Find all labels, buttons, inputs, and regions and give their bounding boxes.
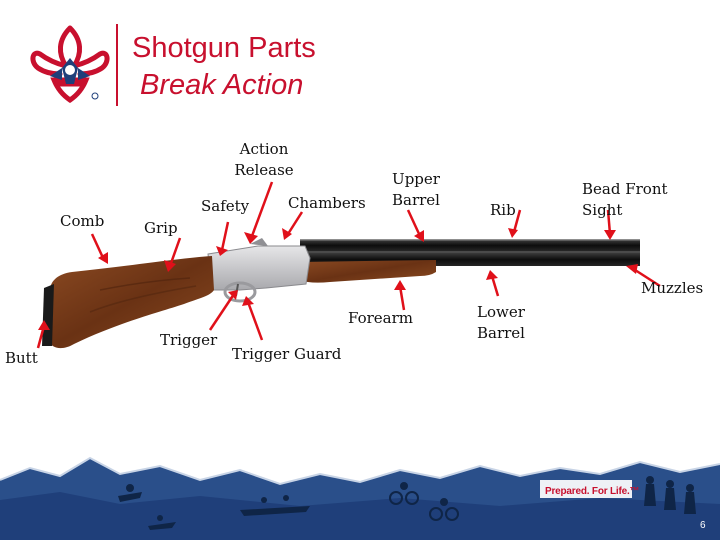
label-upper-barrel: Upper Barrel: [385, 169, 447, 211]
label-bead-front-sight-line2: Sight: [582, 201, 623, 219]
label-muzzles: Muzzles: [641, 279, 704, 297]
label-chambers: Chambers: [288, 194, 366, 212]
slide-subtitle: Break Action: [140, 69, 304, 101]
label-rib: Rib: [490, 201, 516, 219]
label-forearm: Forearm: [348, 309, 414, 327]
tagline: Prepared. For Life.™: [545, 486, 640, 497]
label-upper-barrel-line1: Upper: [392, 170, 440, 188]
label-trigger: Trigger: [160, 331, 218, 349]
title-divider: [116, 24, 118, 106]
page-number: 6: [700, 520, 706, 531]
forearm-shape: [300, 260, 436, 283]
slide-title: Shotgun Parts: [132, 32, 316, 64]
label-upper-barrel-line2: Barrel: [392, 191, 440, 209]
label-safety: Safety: [201, 197, 250, 215]
label-trigger-guard: Trigger Guard: [232, 345, 342, 363]
label-lower-barrel: Lower Barrel: [470, 302, 532, 344]
label-bead-front-sight: Bead Front Sight: [582, 179, 668, 221]
bsa-fleur-de-lis-logo: [30, 25, 110, 104]
label-bead-front-sight-line1: Bead Front: [582, 180, 668, 198]
label-butt: Butt: [5, 349, 38, 367]
pointer-arrows: [36, 181, 661, 349]
footer-landscape: [0, 456, 720, 540]
label-action-release-line1: Action: [239, 140, 289, 158]
label-lower-barrel-line2: Barrel: [477, 324, 525, 342]
label-action-release-line2: Release: [234, 161, 294, 179]
label-action-release: Action Release: [232, 139, 296, 181]
label-lower-barrel-line1: Lower: [477, 303, 525, 321]
label-comb: Comb: [60, 212, 105, 230]
label-grip: Grip: [144, 219, 178, 237]
